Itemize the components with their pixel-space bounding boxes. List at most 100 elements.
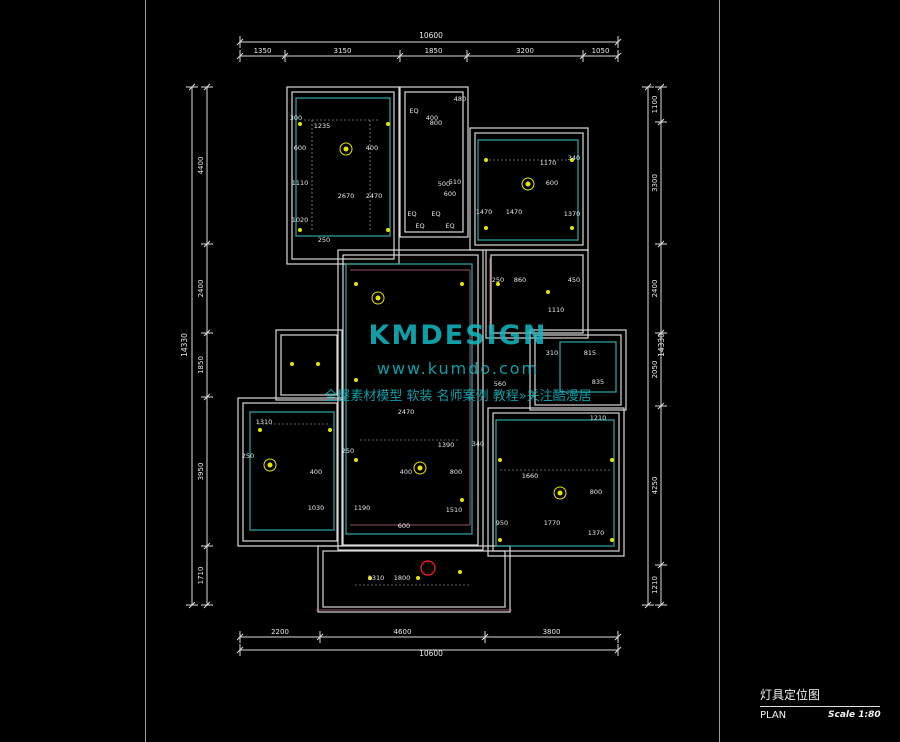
wall-inner: [280, 334, 338, 396]
downlight-icon: [386, 228, 390, 232]
ceiling-outline: [249, 411, 335, 531]
room-dimension-label: 310: [546, 349, 558, 357]
wall: [286, 86, 400, 265]
watermark-url: www.kumdo.com: [376, 359, 540, 378]
room-dimension-label: 835: [592, 378, 604, 386]
room-dimension-label: 400: [366, 144, 378, 152]
drawing-label: PLAN: [760, 710, 787, 721]
downlight-icon: [290, 362, 294, 366]
downlight-icon: [484, 158, 488, 162]
dim-right-seg-slash: [657, 83, 665, 91]
inner-guides-layer: [258, 119, 610, 586]
room-dimension-label: 340: [568, 154, 580, 162]
dim-right-seg-slash: [657, 601, 665, 609]
dim-top-seg-slash: [463, 52, 471, 60]
room-dimension-label: 250: [318, 236, 330, 244]
wall: [529, 329, 627, 411]
room-dimension-label: 2470: [366, 192, 383, 200]
dim-bottom-seg-label: 4600: [394, 628, 412, 636]
dim-bottom-seg-slash: [614, 633, 622, 641]
downlight-icon: [258, 428, 262, 432]
ceiling-light-icon: [553, 486, 567, 500]
dim-top-seg-label: 1050: [592, 47, 610, 55]
dim-bottom-seg-label: 2200: [271, 628, 289, 636]
downlight-icon: [610, 458, 614, 462]
room-dimension-label: 860: [514, 276, 526, 284]
dim-top-seg-slash: [281, 52, 289, 60]
downlight-icon: [416, 576, 420, 580]
dim-left-seg-label: 2400: [197, 280, 205, 298]
chandelier-icon: [420, 560, 436, 576]
room-dimension-label: 600: [398, 522, 410, 530]
ceiling-light-icon: [371, 291, 385, 305]
downlight-icon: [298, 122, 302, 126]
room-dimension-label: 2470: [398, 408, 415, 416]
dim-top-seg-slash: [396, 52, 404, 60]
title-underline: [760, 706, 880, 707]
room-dimension-label: 1030: [308, 504, 325, 512]
room-dimension-label: 250: [492, 276, 504, 284]
downlight-icon: [298, 228, 302, 232]
dim-left-overall-slash: [188, 601, 196, 609]
wall-inner: [404, 91, 464, 233]
downlight-icon: [570, 226, 574, 230]
room-dimension-label: 1235: [314, 122, 331, 130]
room-dimension-label: 1370: [588, 529, 605, 537]
downlight-icon: [570, 158, 574, 162]
dim-right-seg-label: 1210: [651, 576, 659, 594]
dim-left-seg-slash: [203, 329, 211, 337]
dim-left-overall-slash: [188, 83, 196, 91]
ceiling-outline: [345, 263, 473, 535]
dim-left-seg-slash: [203, 240, 211, 248]
room-dimension-label: EQ: [415, 222, 424, 230]
room-dimension-label: 1510: [446, 506, 463, 514]
downlight-icon: [498, 458, 502, 462]
downlight-icon: [328, 428, 332, 432]
drawing-scale: Scale 1:80: [828, 710, 881, 720]
frame-border-right: [719, 0, 720, 742]
room-dimension-label: 950: [496, 519, 508, 527]
wall-inner: [490, 254, 584, 334]
room-dimension-label: 600: [546, 179, 558, 187]
room-dimension-label: 400: [310, 468, 322, 476]
room-dimension-label: 1170: [540, 159, 557, 167]
room-dimension-label: EQ: [407, 210, 416, 218]
dim-right-seg-slash: [657, 118, 665, 126]
dim-top-seg-slash: [614, 52, 622, 60]
dim-bottom-overall-slash: [236, 646, 244, 654]
wall-inner: [291, 91, 395, 260]
dim-bottom-seg-slash: [481, 633, 489, 641]
room-dimension-label: 510: [449, 178, 461, 186]
ceiling-outline: [559, 341, 617, 393]
room-dimension-label: 1800: [394, 574, 411, 582]
dim-overall-top: 10600: [419, 31, 443, 40]
room-dimension-label: 1310: [256, 418, 273, 426]
room-dimension-label: EQ: [431, 210, 440, 218]
wall-inner: [474, 132, 584, 246]
wall: [487, 407, 625, 557]
room-dimension-label: 800: [590, 488, 602, 496]
downlight-icon: [460, 498, 464, 502]
dim-left-seg-slash: [203, 393, 211, 401]
room-dimension-label: 560: [494, 380, 506, 388]
dim-right-seg-label: 2400: [651, 280, 659, 298]
dim-right-seg-slash: [657, 240, 665, 248]
watermark-tagline: 全屋素材模型 软装 名师案例 教程»关注酷漫居: [324, 389, 592, 404]
ceiling-light-icon: [263, 458, 277, 472]
ceiling-light-core-icon: [343, 146, 349, 152]
room-dimension-label: 600: [294, 144, 306, 152]
downlight-icon: [354, 378, 358, 382]
ceiling-outline: [477, 139, 579, 241]
dim-left-seg-label: 3950: [197, 463, 205, 481]
room-dimension-label: 250: [342, 447, 354, 455]
room-dimension-label: 1210: [590, 414, 607, 422]
downlight-icon: [484, 226, 488, 230]
dim-top-overall-slash: [236, 38, 244, 46]
room-dimension-label: 1310: [368, 574, 385, 582]
dim-top-seg-label: 1850: [425, 47, 443, 55]
dim-right-seg-label: 1100: [651, 96, 659, 114]
wall-inner: [242, 402, 338, 542]
frame-border-left: [145, 0, 146, 742]
